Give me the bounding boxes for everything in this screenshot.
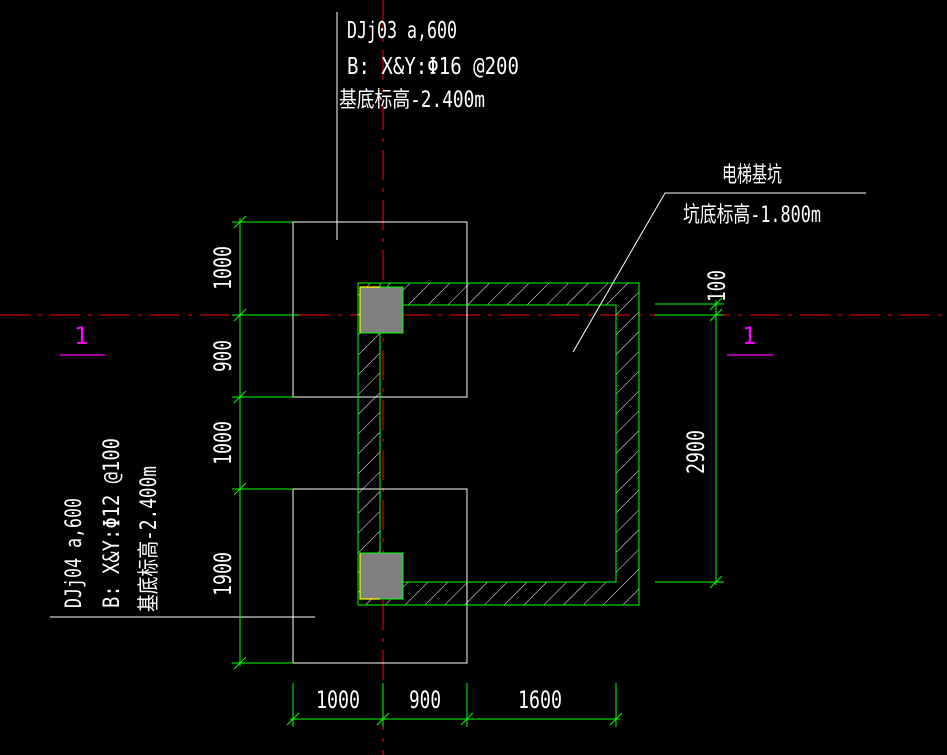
dim-bottom-1: 1000 <box>316 686 360 714</box>
dim-left-1: 1000 <box>209 246 237 290</box>
footing-bottom-line3: 基底标高-2.400m <box>137 466 162 612</box>
dim-bottom-2: 900 <box>409 686 441 714</box>
section-mark-right-label: 1 <box>742 322 756 350</box>
pit-wall <box>357 282 640 606</box>
section-mark-left-label: 1 <box>74 322 88 350</box>
footing-top-line2: B: X&Y:Φ16 @200 <box>347 54 519 80</box>
column-bottom <box>359 552 404 600</box>
dim-left-4: 1900 <box>209 552 237 596</box>
section-mark-right: 1 <box>727 322 773 356</box>
dim-left-2: 900 <box>209 340 237 372</box>
footing-bottom-line2: B: X&Y:Φ12 @100 <box>100 438 125 608</box>
dim-bottom-3: 1600 <box>518 686 562 714</box>
leader-pit <box>572 192 866 353</box>
footing-top-line1: DJj03 a,600 <box>347 18 457 44</box>
pit-label-line2: 坑底标高-1.800m <box>683 203 821 228</box>
dimension-lines <box>232 215 724 727</box>
pit-label-line1: 电梯基坑 <box>722 163 782 188</box>
column-top <box>359 286 404 334</box>
footing-bottom-line1: DJj04 a,600 <box>62 498 87 608</box>
dim-right-1: 100 <box>703 270 731 302</box>
dim-right-2: 2900 <box>682 430 710 474</box>
section-mark-left: 1 <box>60 322 105 356</box>
dim-left-3: 1000 <box>209 421 237 465</box>
footing-top-line3: 基底标高-2.400m <box>339 88 485 113</box>
